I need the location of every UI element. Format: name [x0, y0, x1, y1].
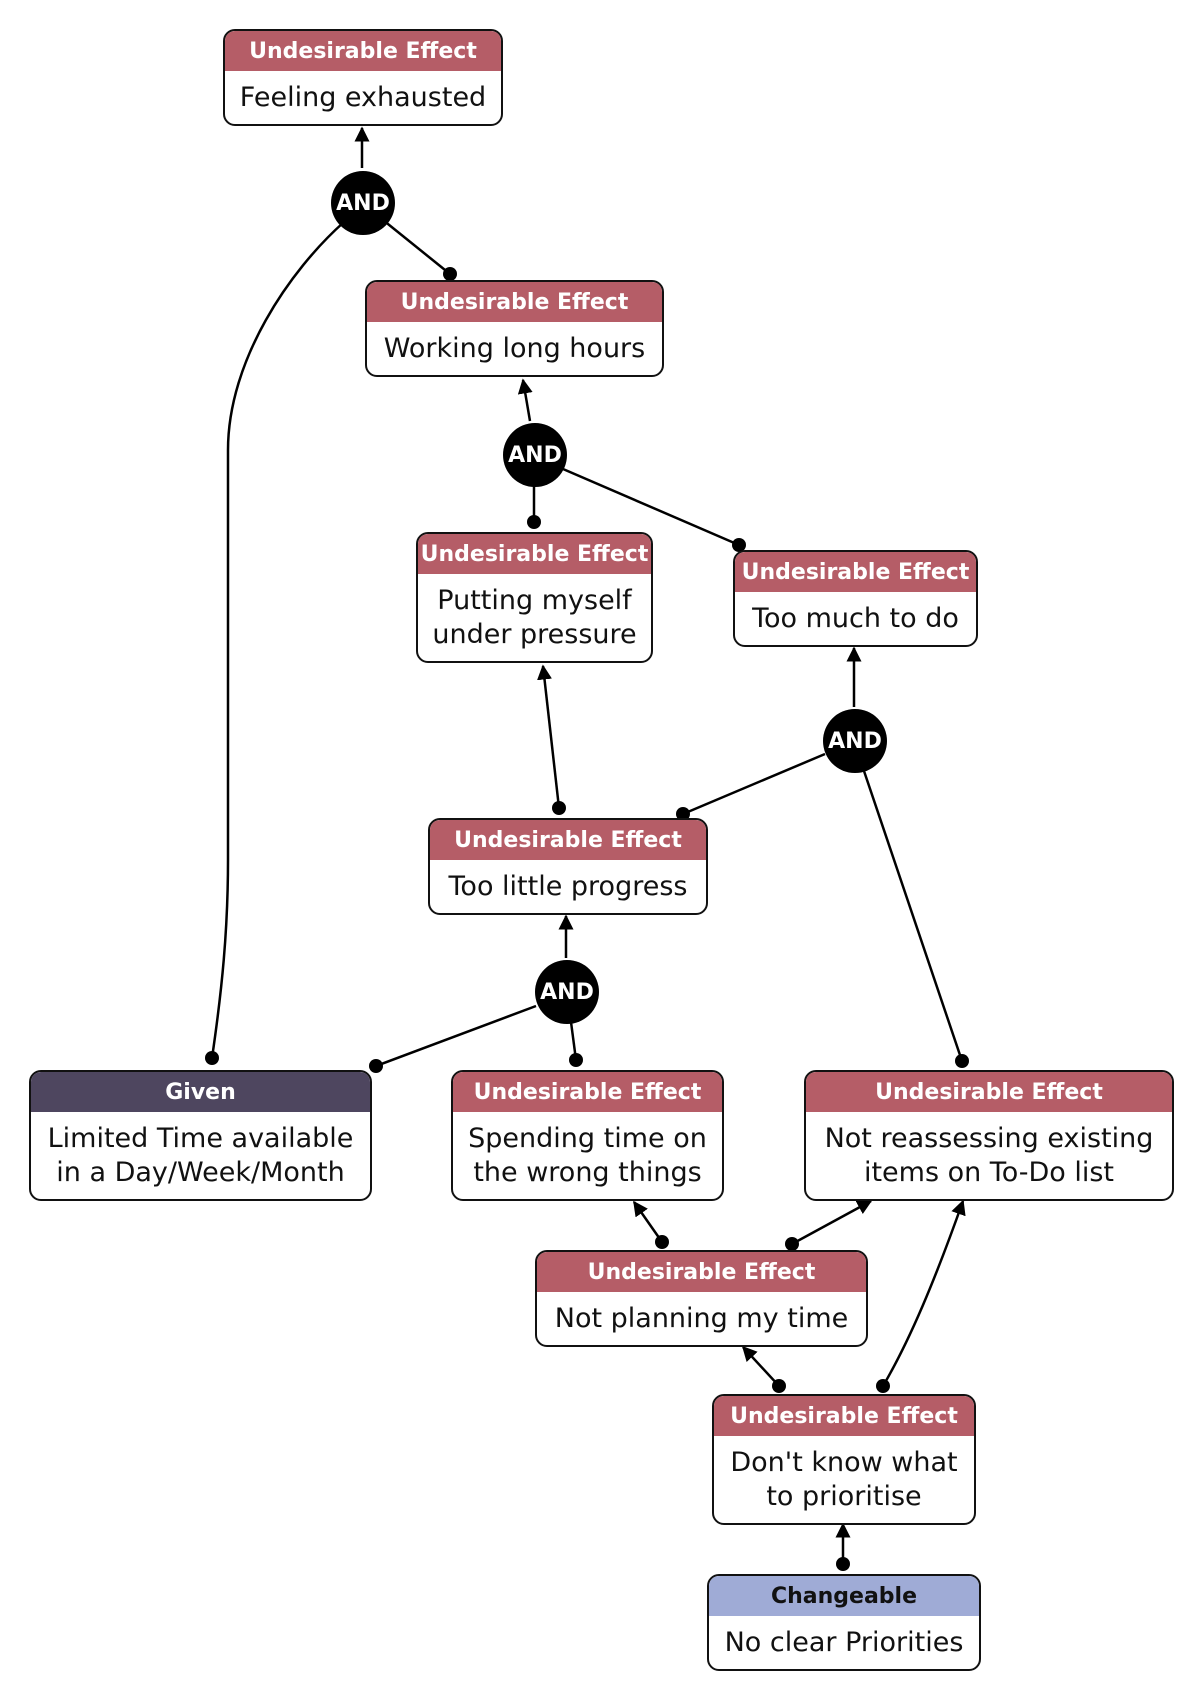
and-gate-4: AND — [535, 960, 599, 1024]
and-gate-3: AND — [823, 709, 887, 773]
connector-dot — [785, 1237, 799, 1251]
node-too-little-progress[interactable]: Undesirable Effect Too little progress — [428, 818, 708, 915]
node-not-planning-my-time[interactable]: Undesirable Effect Not planning my time — [535, 1250, 868, 1347]
node-header: Undesirable Effect — [537, 1252, 866, 1292]
edge-planning-to-spending — [632, 1200, 664, 1243]
node-header: Undesirable Effect — [430, 820, 706, 860]
node-not-reassessing-todo[interactable]: Undesirable Effect Not reassessing exist… — [804, 1070, 1174, 1201]
node-header: Undesirable Effect — [418, 534, 651, 574]
node-spending-time-on-wrong-things[interactable]: Undesirable Effect Spending time on the … — [451, 1070, 724, 1201]
connector-dot — [836, 1557, 850, 1571]
connector-dot — [876, 1379, 890, 1393]
edge-limited-to-and1 — [210, 221, 345, 1059]
node-text: Spending time on the wrong things — [468, 1122, 707, 1188]
edge-toomuch-to-and2 — [562, 467, 740, 547]
node-header: Undesirable Effect — [806, 1072, 1172, 1112]
connector-dot — [676, 807, 690, 821]
node-header: Undesirable Effect — [225, 31, 501, 71]
edge-reassessing-to-and3 — [862, 770, 964, 1062]
node-header: Given — [31, 1072, 370, 1112]
connector-dot — [569, 1053, 583, 1067]
node-text: Limited Time available in a Day/Week/Mon… — [47, 1122, 354, 1188]
node-putting-myself-under-pressure[interactable]: Undesirable Effect Putting myself under … — [416, 532, 653, 663]
node-text: Putting myself under pressure — [432, 584, 637, 650]
connector-dot — [552, 801, 566, 815]
node-feeling-exhausted[interactable]: Undesirable Effect Feeling exhausted — [223, 29, 503, 126]
and-gate-2: AND — [503, 423, 567, 487]
node-header: Undesirable Effect — [367, 282, 662, 322]
edge-toolittle-to-and3 — [682, 752, 826, 816]
edge-working-to-and1 — [382, 219, 451, 275]
node-text: Working long hours — [383, 332, 646, 364]
connector-dot — [369, 1059, 383, 1073]
connector-dot — [772, 1379, 786, 1393]
node-text: Don't know what to prioritise — [730, 1446, 958, 1512]
edge-dontknow-to-planning — [741, 1345, 780, 1387]
edge-limited-to-and4 — [375, 1004, 537, 1068]
connector-dot — [955, 1054, 969, 1068]
connector-dot — [655, 1235, 669, 1249]
connector-dot — [443, 267, 457, 281]
node-working-long-hours[interactable]: Undesirable Effect Working long hours — [365, 280, 664, 377]
edge-toolittle-to-putting — [537, 664, 561, 809]
edge-planning-to-reassessing — [791, 1199, 873, 1246]
node-no-clear-priorities[interactable]: Changeable No clear Priorities — [707, 1574, 981, 1671]
node-header: Undesirable Effect — [714, 1396, 974, 1436]
node-dont-know-what-to-prioritise[interactable]: Undesirable Effect Don't know what to pr… — [712, 1394, 976, 1525]
node-text: Not reassessing existing items on To-Do … — [824, 1122, 1154, 1188]
node-text: Too much to do — [752, 602, 959, 634]
node-text: No clear Priorities — [724, 1626, 964, 1658]
node-text: Too little progress — [448, 870, 688, 902]
node-too-much-to-do[interactable]: Undesirable Effect Too much to do — [733, 550, 978, 647]
node-header: Changeable — [709, 1576, 979, 1616]
node-limited-time-available[interactable]: Given Limited Time available in a Day/We… — [29, 1070, 372, 1201]
node-header: Undesirable Effect — [735, 552, 976, 592]
edge-dontknow-to-reassessing — [881, 1199, 966, 1387]
node-text: Feeling exhausted — [239, 81, 487, 113]
node-text: Not planning my time — [554, 1302, 849, 1334]
node-header: Undesirable Effect — [453, 1072, 722, 1112]
connector-dot — [205, 1051, 219, 1065]
edge-and2-to-working — [517, 378, 533, 422]
and-gate-1: AND — [331, 171, 395, 235]
connector-dot — [732, 538, 746, 552]
connector-dot — [527, 515, 541, 529]
